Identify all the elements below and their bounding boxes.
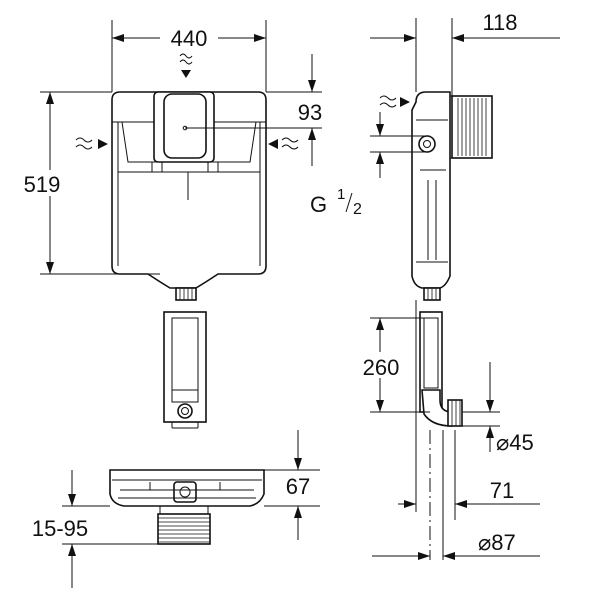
dim-adjust-15-95: 15-95 <box>14 470 158 588</box>
top-offset-label: 93 <box>298 100 322 125</box>
dim-base-67: 67 <box>264 430 320 540</box>
outlet-diameter-label: ⌀45 <box>496 430 534 455</box>
drain-front <box>163 311 207 429</box>
side-view <box>379 91 493 301</box>
dim-height-519: 519 <box>14 91 160 275</box>
outlet-offset-label: 71 <box>490 478 514 503</box>
adjust-range-label: 15-95 <box>32 516 88 541</box>
drain-height-label: 260 <box>363 355 400 380</box>
rear-box-hatch <box>457 98 487 156</box>
dim-thread: G 1 2 <box>310 112 430 218</box>
height-total-label: 519 <box>24 172 61 197</box>
thread-numerator: 1 <box>337 186 345 203</box>
thread-denominator: 2 <box>353 201 362 218</box>
water-wave-icon <box>268 137 299 150</box>
drain-stub-top <box>157 513 211 545</box>
drain-pipe-front <box>163 311 207 423</box>
drain-side <box>415 300 463 560</box>
cistern-side-body <box>411 91 451 289</box>
rear-mounting-box <box>451 95 493 159</box>
dim-depth-118: 118 <box>370 10 560 96</box>
drain-diameter-label: ⌀87 <box>478 530 516 555</box>
water-wave-icon <box>179 53 193 78</box>
dim-drain-260: 260 <box>352 317 430 413</box>
dim-offset-71: 71 <box>398 478 540 508</box>
drain-stub-hatch <box>158 517 210 543</box>
depth-total-label: 118 <box>482 10 517 35</box>
front-view <box>75 53 299 301</box>
thread-prefix: G <box>310 192 327 217</box>
dim-drain-87: ⌀87 <box>372 520 540 560</box>
water-wave-icon <box>379 95 410 108</box>
dim-width-440: 440 <box>111 20 267 92</box>
top-view <box>109 469 265 545</box>
cistern-top-body <box>109 469 265 507</box>
width-total-label: 440 <box>171 26 208 51</box>
dim-outlet-45: ⌀45 <box>462 362 534 455</box>
water-wave-icon <box>75 137 108 150</box>
dim-offset-93: 93 <box>185 54 322 166</box>
base-height-label: 67 <box>286 474 310 499</box>
